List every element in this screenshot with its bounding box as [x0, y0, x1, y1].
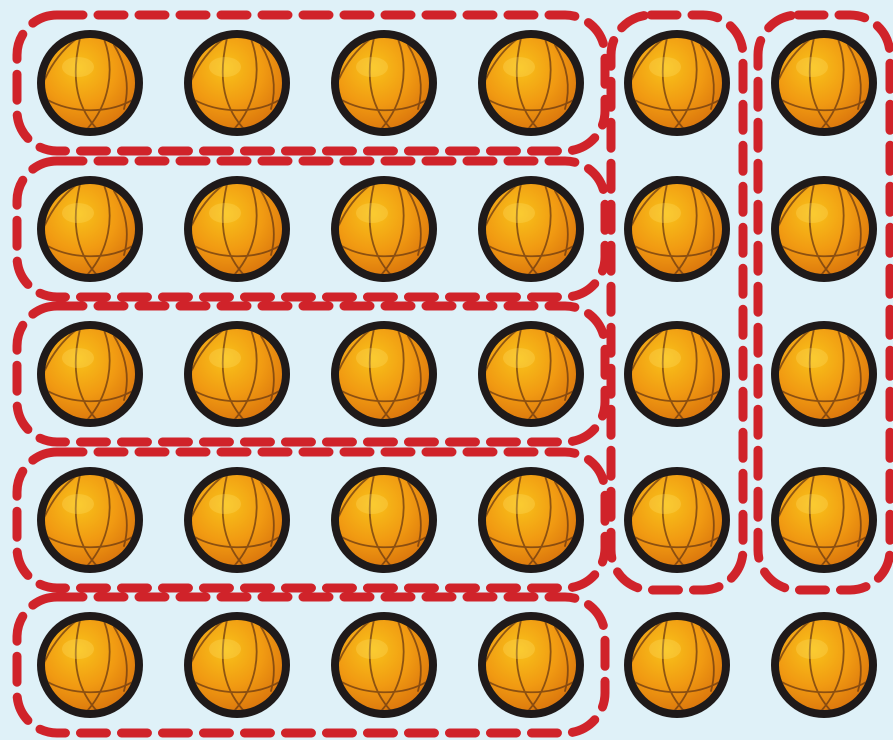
group-outlines	[17, 15, 890, 733]
basketball-icon	[771, 30, 877, 136]
basketball-icon	[478, 30, 584, 136]
basketball-icon	[624, 176, 730, 282]
basketball-icon	[184, 467, 290, 573]
basketball-icon	[184, 612, 290, 718]
basketball-icon	[37, 612, 143, 718]
basketball-icon	[37, 321, 143, 427]
basketball-icon	[331, 30, 437, 136]
basketball-icon	[478, 321, 584, 427]
basketball-icon	[624, 612, 730, 718]
basketball-icon	[771, 321, 877, 427]
basketball-icon	[331, 467, 437, 573]
basketball-icon	[331, 321, 437, 427]
basketball-icon	[184, 176, 290, 282]
basketball-icon	[771, 176, 877, 282]
basketball-icon	[771, 612, 877, 718]
basketball-icon	[331, 176, 437, 282]
basketball-icon	[184, 30, 290, 136]
basketball-icon	[478, 612, 584, 718]
basketball-icon	[624, 321, 730, 427]
basketball-icon	[478, 176, 584, 282]
basketball-icon	[624, 30, 730, 136]
basketball-icon	[771, 467, 877, 573]
basketball-icon	[478, 467, 584, 573]
basketball-icon	[184, 321, 290, 427]
basketball-icon	[37, 176, 143, 282]
basketball-icon	[37, 30, 143, 136]
basketball-grid	[37, 30, 877, 718]
basketball-icon	[37, 467, 143, 573]
basketball-icon	[624, 467, 730, 573]
basketball-icon	[331, 612, 437, 718]
